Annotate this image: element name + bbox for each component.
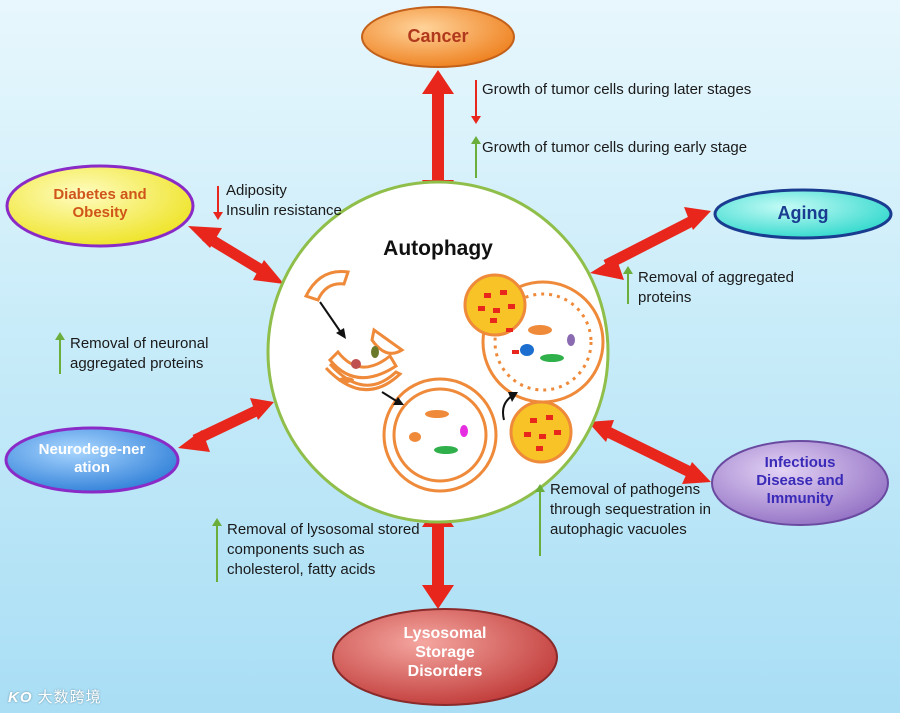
- note-aging: Removal of aggregated proteins: [638, 269, 794, 306]
- watermark-text: 大数跨境: [37, 689, 102, 706]
- arrow-diabetes: [202, 231, 271, 279]
- lysosomal-ellipse: [332, 608, 558, 706]
- aging-label: Aging: [777, 203, 829, 223]
- autophagy-title: Autophagy: [383, 237, 493, 260]
- autophagy-circle: [266, 180, 610, 524]
- note-cancer-down: Growth of tumor cells during later stage…: [482, 81, 752, 98]
- autophagosome-illustration: [382, 377, 498, 493]
- cancer-ellipse: [361, 6, 515, 68]
- note-diabetes-line1: Adiposity: [226, 182, 287, 199]
- diabetes-label: Diabetes and Obesity: [53, 186, 147, 221]
- process-arrow-1: [319, 301, 343, 335]
- arrow-neuro: [192, 405, 261, 445]
- arrow-lysosomal: [422, 503, 454, 609]
- note-lysosomal: Removal of lysosomal stored components s…: [227, 521, 420, 578]
- neuro-ellipse: [4, 426, 180, 494]
- note-neuro: Removal of neuronal aggregated proteins: [70, 335, 209, 372]
- cancer-label: Cancer: [407, 26, 469, 46]
- infectious-ellipse: [711, 440, 889, 526]
- note-cancer-up: Growth of tumor cells during early stage: [482, 139, 748, 156]
- note-infectious: Removal of pathogens through sequestrati…: [550, 481, 711, 538]
- watermark-logo: KO: [8, 689, 33, 706]
- neuro-label: Neurodege-neration: [38, 441, 146, 476]
- lysosome-top: [463, 273, 527, 337]
- diabetes-ellipse: [5, 164, 195, 248]
- arrow-infectious: [601, 425, 697, 479]
- aging-ellipse: [713, 188, 893, 240]
- process-arrow-3: [502, 395, 513, 421]
- note-diabetes-line2: Insulin resistance: [226, 202, 342, 219]
- lysosome-bottom: [509, 400, 573, 464]
- arrow-aging: [603, 215, 697, 270]
- lysosomal-label: Lysosomal Storage Disorders: [403, 625, 487, 681]
- infectious-label: Infectious Disease and Immunity: [756, 454, 844, 507]
- note-diabetes: Adiposity Insulin resistance: [226, 181, 386, 221]
- arrow-cancer: [422, 70, 454, 204]
- process-arrow-2: [381, 391, 399, 403]
- watermark: KO 大数跨境: [8, 686, 102, 707]
